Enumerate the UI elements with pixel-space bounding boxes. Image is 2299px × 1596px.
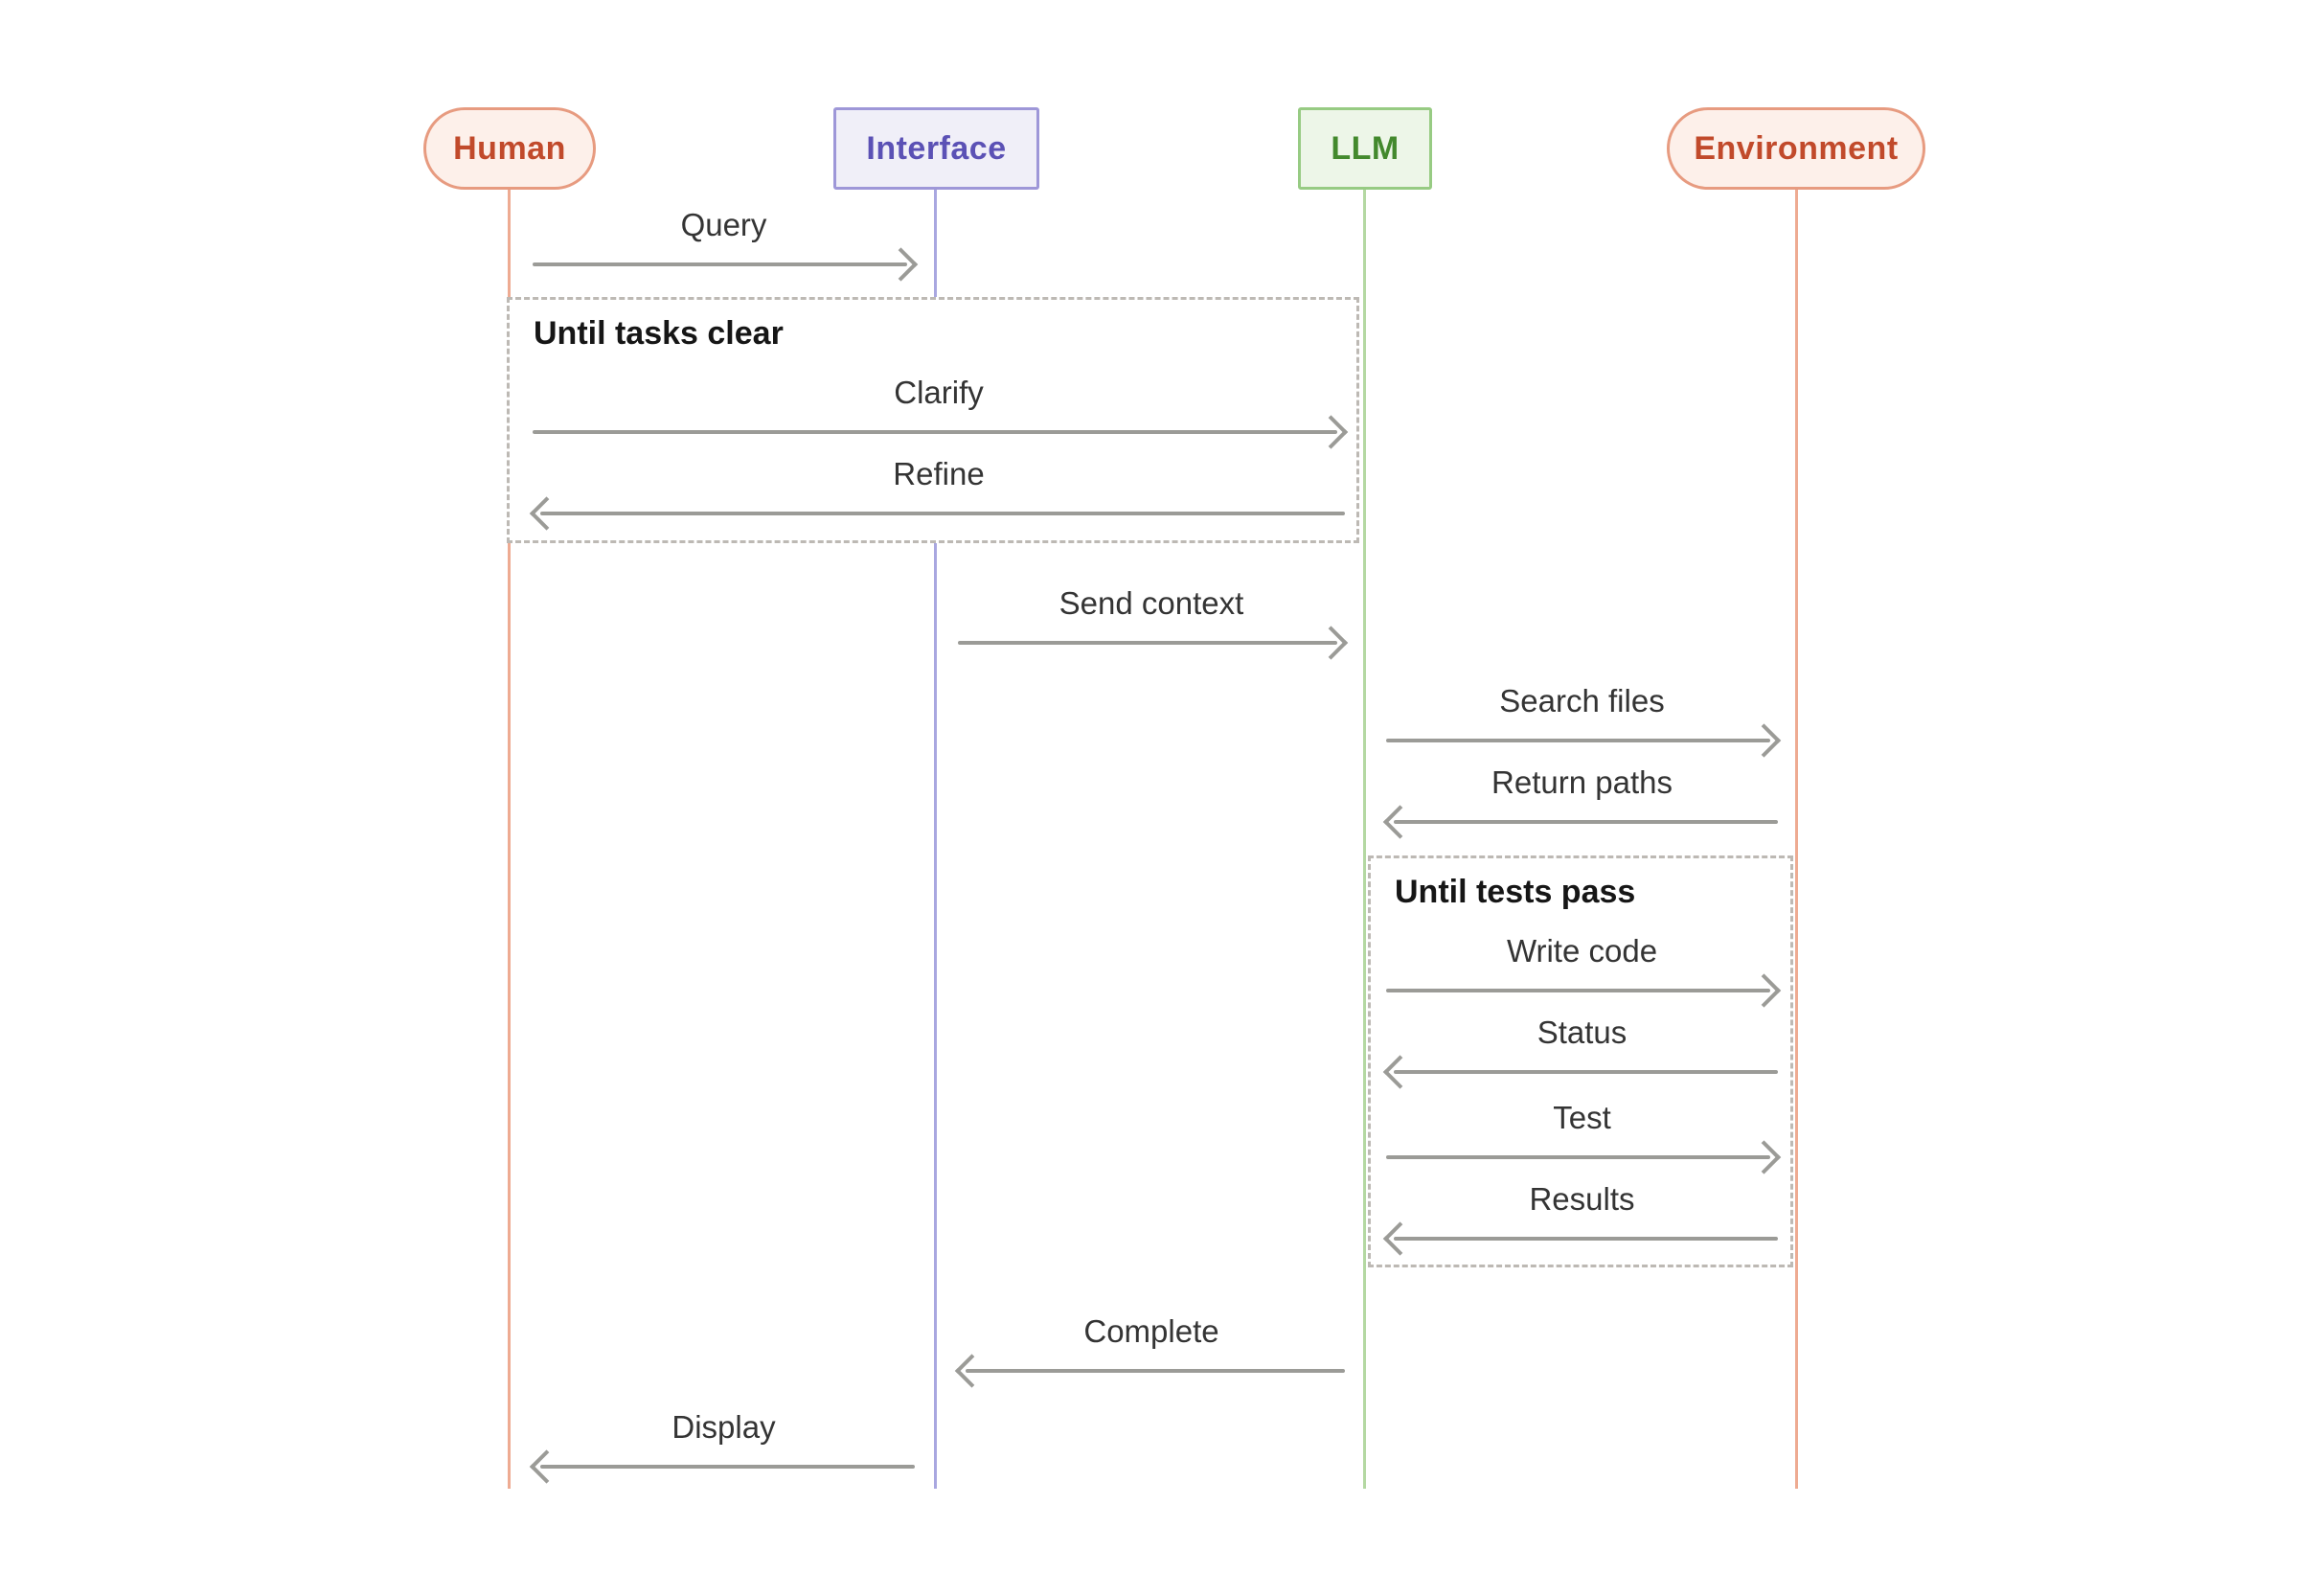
actor-human: Human — [423, 107, 596, 190]
fragment-until-tests-pass: Until tests pass — [1368, 855, 1793, 1267]
arrow-left-icon — [954, 1354, 1345, 1388]
arrow-left-icon — [1382, 805, 1778, 839]
arrow-left-icon — [529, 1449, 915, 1484]
lifeline-environment — [1795, 190, 1798, 1489]
message-send-context: Send context — [958, 584, 1349, 660]
message-label: Results — [1529, 1181, 1635, 1217]
message-search-files: Search files — [1386, 682, 1782, 758]
message-results: Results — [1382, 1180, 1778, 1256]
message-label: Display — [671, 1409, 776, 1445]
actor-label: Interface — [866, 129, 1007, 167]
message-label: Search files — [1499, 683, 1665, 718]
message-label: Send context — [1058, 585, 1244, 621]
message-status: Status — [1382, 1014, 1778, 1089]
fragment-until-tasks-clear: Until tasks clear — [507, 297, 1359, 543]
actor-label: LLM — [1331, 129, 1400, 167]
arrow-left-icon — [529, 496, 1345, 531]
message-query: Query — [533, 206, 919, 282]
lifeline-human — [508, 190, 511, 1489]
arrow-left-icon — [1382, 1055, 1778, 1089]
message-write-code: Write code — [1386, 932, 1782, 1008]
actor-environment: Environment — [1667, 107, 1925, 190]
arrow-right-icon — [958, 626, 1349, 660]
message-refine: Refine — [529, 455, 1345, 531]
arrow-right-icon — [533, 247, 919, 282]
message-display: Display — [529, 1408, 915, 1484]
message-label: Status — [1536, 1015, 1628, 1050]
lifeline-llm — [1363, 190, 1366, 1489]
message-label: Return paths — [1491, 764, 1673, 800]
message-label: Refine — [893, 456, 985, 491]
fragment-label: Until tests pass — [1395, 874, 1636, 910]
actor-llm: LLM — [1298, 107, 1432, 190]
message-clarify: Clarify — [533, 374, 1349, 449]
arrow-right-icon — [1386, 723, 1782, 758]
arrow-left-icon — [1382, 1221, 1778, 1256]
message-label: Complete — [1083, 1313, 1219, 1349]
actor-label: Human — [453, 129, 566, 167]
message-test: Test — [1386, 1099, 1782, 1174]
message-complete: Complete — [954, 1312, 1345, 1388]
message-label: Write code — [1506, 933, 1658, 969]
message-label: Clarify — [894, 375, 984, 410]
arrow-right-icon — [533, 415, 1349, 449]
arrow-right-icon — [1386, 1140, 1782, 1174]
arrow-right-icon — [1386, 973, 1782, 1008]
actor-interface: Interface — [833, 107, 1039, 190]
lifeline-interface — [934, 190, 937, 1489]
message-return-paths: Return paths — [1382, 764, 1778, 839]
message-label: Test — [1553, 1100, 1611, 1135]
message-label: Query — [680, 207, 767, 242]
actor-label: Environment — [1694, 129, 1899, 167]
fragment-label: Until tasks clear — [534, 315, 784, 352]
